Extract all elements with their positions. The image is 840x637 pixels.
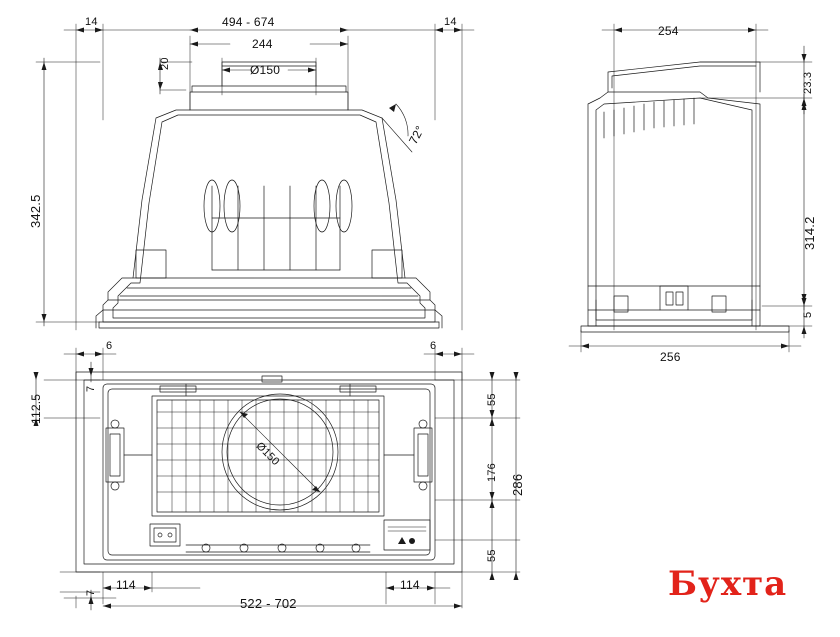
watermark-logo: Бухта: [668, 564, 788, 604]
dim-front-left-margin: 14: [85, 16, 98, 28]
dim-side-width-bottom: 256: [660, 350, 681, 364]
dim-front-total-height: 342.5: [28, 194, 43, 228]
dim-side-collar-height: 23.3: [802, 71, 814, 94]
dim-bottom-top-segment: 55: [486, 393, 498, 406]
dim-bottom-top-inset: 7: [85, 385, 97, 392]
dim-bottom-total-width: 522 - 702: [240, 596, 297, 611]
dim-bottom-middle-segment: 176: [486, 463, 498, 482]
dim-front-duct-diameter: Ø150: [250, 63, 281, 77]
dim-side-foot-height: 5: [802, 311, 814, 318]
dim-bottom-right-base: 114: [400, 578, 420, 592]
dim-bottom-left-base: 114: [116, 578, 136, 592]
dim-side-width-top: 254: [658, 24, 679, 38]
dim-front-duct-width: 244: [252, 37, 273, 51]
dim-bottom-left-offset: 6: [106, 340, 113, 352]
dim-front-top-span: 494 - 674: [222, 15, 275, 29]
dim-bottom-left-height: 112.5: [29, 393, 43, 424]
dim-side-body-height: 314.2: [802, 216, 817, 250]
dim-bottom-total-depth: 286: [510, 473, 525, 496]
dim-front-collar-height: 20: [159, 57, 171, 70]
dim-bottom-right-offset: 6: [430, 340, 437, 352]
dim-bottom-bottom-inset: 7: [85, 589, 97, 596]
dim-front-right-margin: 14: [444, 16, 457, 28]
dim-bottom-bottom-segment: 55: [486, 549, 498, 562]
